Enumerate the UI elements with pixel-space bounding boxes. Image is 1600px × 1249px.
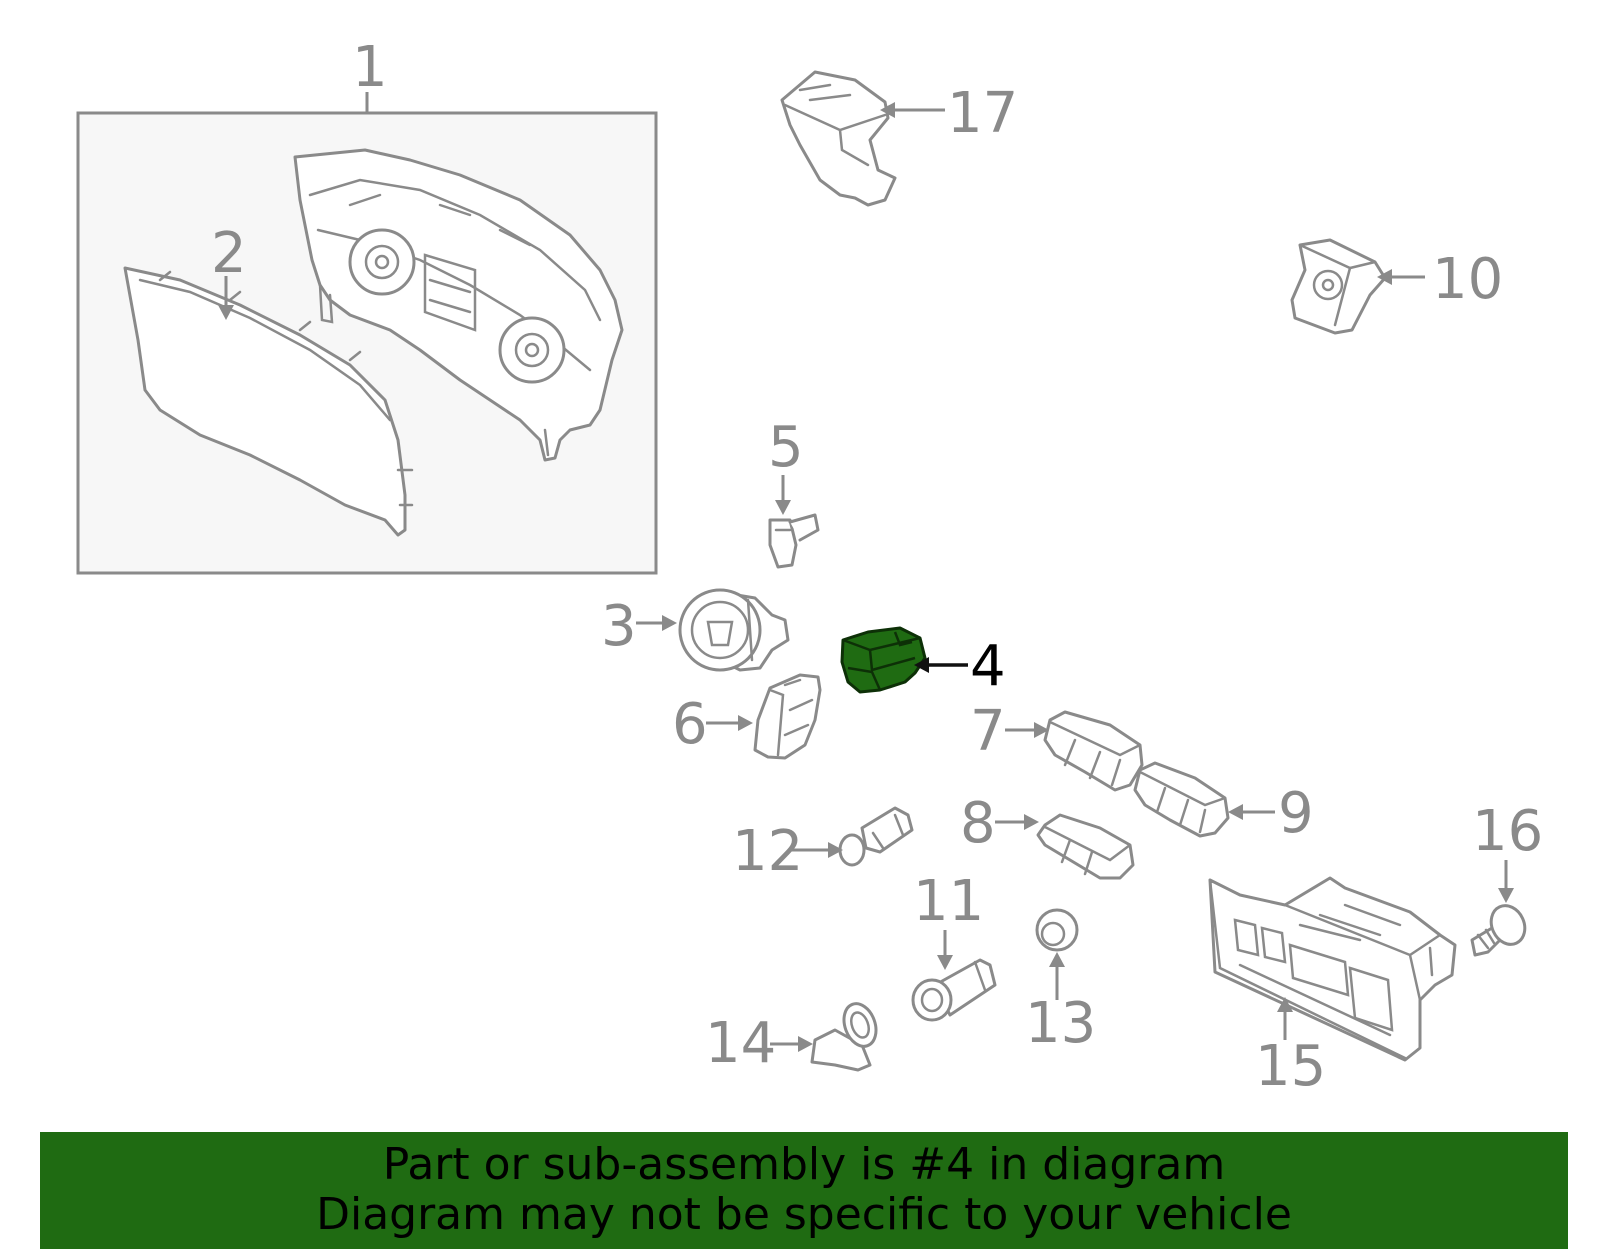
caption-line-2: Diagram may not be specific to your vehi…: [316, 1189, 1292, 1240]
callout-8: 8: [960, 791, 996, 856]
callout-16: 16: [1472, 799, 1543, 864]
part-13-grommet[interactable]: [1035, 908, 1079, 952]
part-9-switch-bank[interactable]: [1133, 761, 1230, 838]
callout-3: 3: [601, 594, 637, 659]
callout-11: 11: [913, 869, 984, 934]
part-12-bulb[interactable]: [838, 806, 914, 867]
part-10-switch[interactable]: [1290, 238, 1387, 335]
part-14-cap[interactable]: [810, 999, 882, 1072]
part-8-switch-bank[interactable]: [1036, 813, 1135, 880]
part-3-headlamp-switch[interactable]: [678, 588, 790, 672]
callout-2: 2: [211, 221, 247, 286]
part-11-socket[interactable]: [911, 958, 997, 1022]
callout-12: 12: [732, 819, 803, 884]
callout-1: 1: [352, 35, 388, 100]
part-7-switch-bank[interactable]: [1043, 710, 1144, 792]
part-2-cluster-lens[interactable]: [123, 266, 414, 537]
callout-14: 14: [705, 1011, 776, 1076]
part-16-screw[interactable]: [1470, 900, 1531, 957]
part-1-instrument-cluster[interactable]: [293, 148, 624, 462]
callout-6: 6: [672, 692, 708, 757]
caption-banner: Part or sub-assembly is #4 in diagram Di…: [40, 1132, 1568, 1249]
callout-7: 7: [970, 699, 1006, 764]
caption-line-1: Part or sub-assembly is #4 in diagram: [382, 1139, 1226, 1190]
callout-13: 13: [1025, 991, 1096, 1056]
callout-5: 5: [768, 415, 804, 480]
callout-10: 10: [1432, 247, 1503, 312]
callout-4: 4: [970, 634, 1006, 699]
part-6-switch[interactable]: [753, 673, 822, 760]
callout-9: 9: [1278, 781, 1314, 846]
callout-17: 17: [947, 81, 1018, 146]
part-15-climate-control[interactable]: [1208, 876, 1457, 1062]
part-5-clip[interactable]: [768, 513, 820, 569]
callout-15: 15: [1255, 1034, 1326, 1099]
part-17-switch[interactable]: [780, 70, 897, 207]
part-4-highlighted-switch[interactable]: [840, 626, 927, 694]
